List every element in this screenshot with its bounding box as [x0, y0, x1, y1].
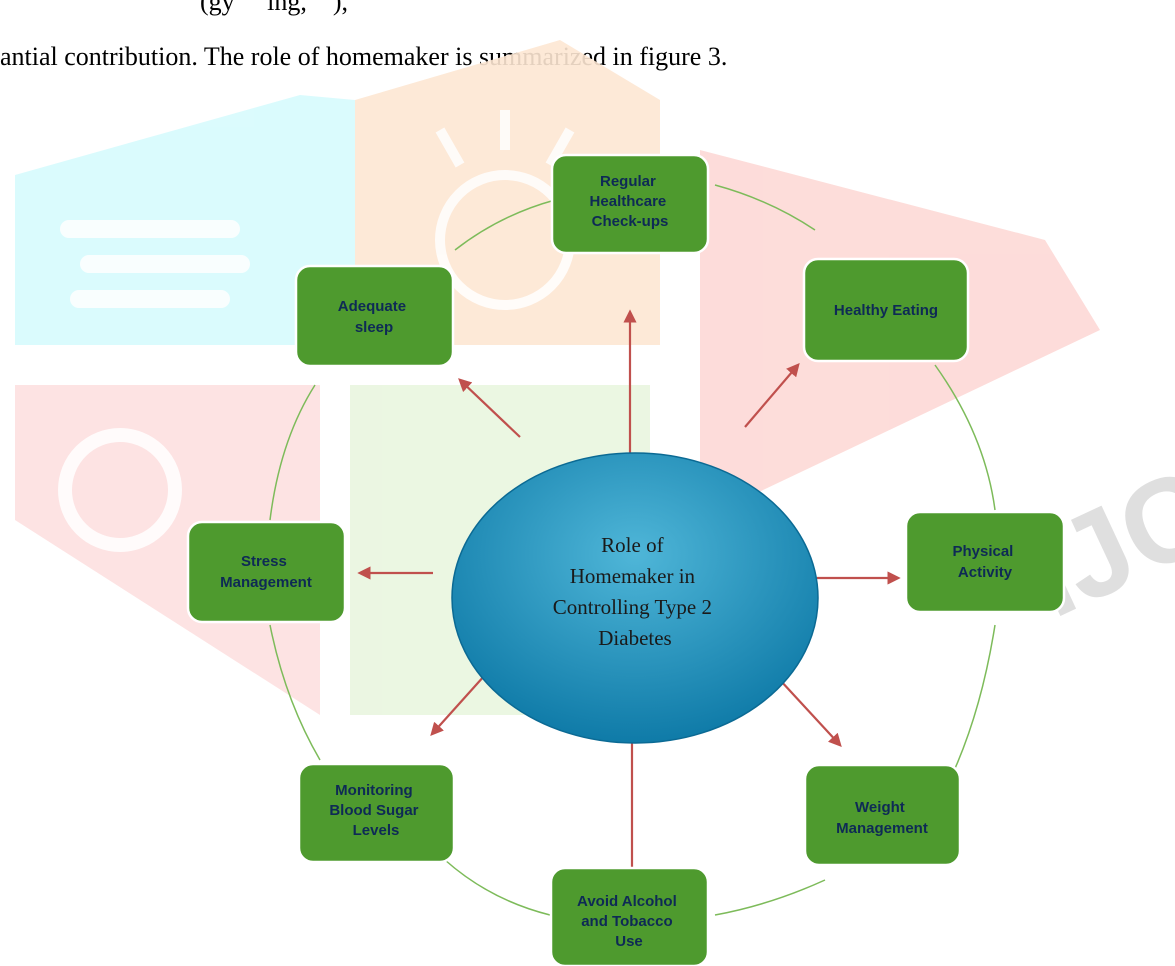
arrow-to-eating [744, 362, 800, 428]
node-monitoring-line-2: Blood Sugar [329, 802, 418, 819]
node-avoid-alcohol-tobacco: Avoid Alcohol and Tobacco Use [549, 866, 710, 966]
svg-text:Weight Management: Weight Management [836, 799, 928, 837]
node-alcohol-line-2: and Tobacco [581, 913, 672, 930]
svg-text:Avoid Alcohol and Tobacc: Avoid Alcohol and Tobacco Use [577, 893, 681, 950]
arrow-to-sleep [458, 378, 521, 438]
center-label-line-4: Diabetes [598, 626, 671, 650]
watermark-cloud-icon [60, 220, 250, 308]
node-monitoring-line-1: Monitoring [335, 782, 412, 799]
center-label-line-3: Controlling Type 2 [553, 595, 712, 619]
svg-text:Physical Activity: Physical Activity [952, 543, 1017, 581]
ring-arc-sleep-checkups [454, 199, 556, 251]
node-eating-line-1: Healthy Eating [834, 302, 938, 319]
svg-text:Monitoring Blood Sugar: Monitoring Blood Sugar Levels [329, 782, 422, 839]
watermark-gear-icon [58, 428, 182, 552]
ring-arc-stress-sleep [269, 384, 316, 521]
top-text: (gy ing, ), [200, 0, 349, 16]
watermark: IJCRT [15, 40, 1175, 715]
ring-arc-weight-alcohol [714, 879, 826, 916]
node-alcohol-line-3: Use [615, 933, 643, 950]
center-label-line-2: Homemaker in [570, 564, 696, 588]
node-weight-line-1: Weight [855, 799, 905, 816]
node-weight-management: Weight Management [803, 763, 962, 867]
node-activity-line-2: Activity [958, 564, 1013, 581]
arrow-to-monitoring [430, 674, 486, 736]
node-checkups-line-3: Check-ups [592, 213, 669, 230]
node-physical-activity: Physical Activity [904, 510, 1066, 614]
center-label: Role of Homemaker in Controlling Type 2 … [553, 533, 717, 650]
svg-text:Regular Healthcare: Regular Healthcare Check-ups [590, 173, 671, 230]
ring-connectors [269, 184, 996, 916]
svg-text:Stress Management: Stress Management [220, 553, 312, 591]
node-activity-line-1: Physical [952, 543, 1013, 560]
svg-text:Healthy Eating: Healthy Eating [834, 302, 938, 319]
node-monitoring-blood-sugar: Monitoring Blood Sugar Levels [297, 762, 456, 864]
ring-arc-eating-activity [934, 364, 996, 511]
center-node: Role of Homemaker in Controlling Type 2 … [451, 452, 819, 744]
node-sleep-line-1: Adequate [338, 298, 406, 315]
ring-arc-checkups-eating [714, 184, 816, 231]
node-sleep-line-2: sleep [355, 319, 393, 336]
center-label-line-1: Role of [601, 533, 663, 557]
top-text-fragment: (gy ing, ), [0, 0, 1175, 20]
arrow-to-weight [779, 679, 842, 747]
node-stress-management: Stress Management [186, 520, 347, 624]
node-weight-line-2: Management [836, 820, 928, 837]
node-regular-healthcare-checkups: Regular Healthcare Check-ups [550, 153, 710, 255]
arrows [357, 309, 901, 888]
node-monitoring-line-3: Levels [353, 822, 400, 839]
node-checkups-line-1: Regular [600, 173, 656, 190]
node-alcohol-line-1: Avoid Alcohol [577, 893, 677, 910]
svg-text:Adequate sleep: Adequate sleep [338, 298, 411, 336]
node-adequate-sleep: Adequate sleep [294, 264, 455, 368]
ring-arc-monitoring-stress [269, 624, 321, 761]
node-stress-line-2: Management [220, 574, 312, 591]
node-healthy-eating: Healthy Eating [802, 257, 970, 363]
node-stress-line-1: Stress [241, 553, 287, 570]
node-checkups-line-2: Healthcare [590, 193, 667, 210]
watermark-pink-shape [15, 385, 320, 715]
caption-text: antial contribution. The role of homemak… [0, 42, 728, 71]
ring-arc-alcohol-monitoring [444, 859, 551, 916]
